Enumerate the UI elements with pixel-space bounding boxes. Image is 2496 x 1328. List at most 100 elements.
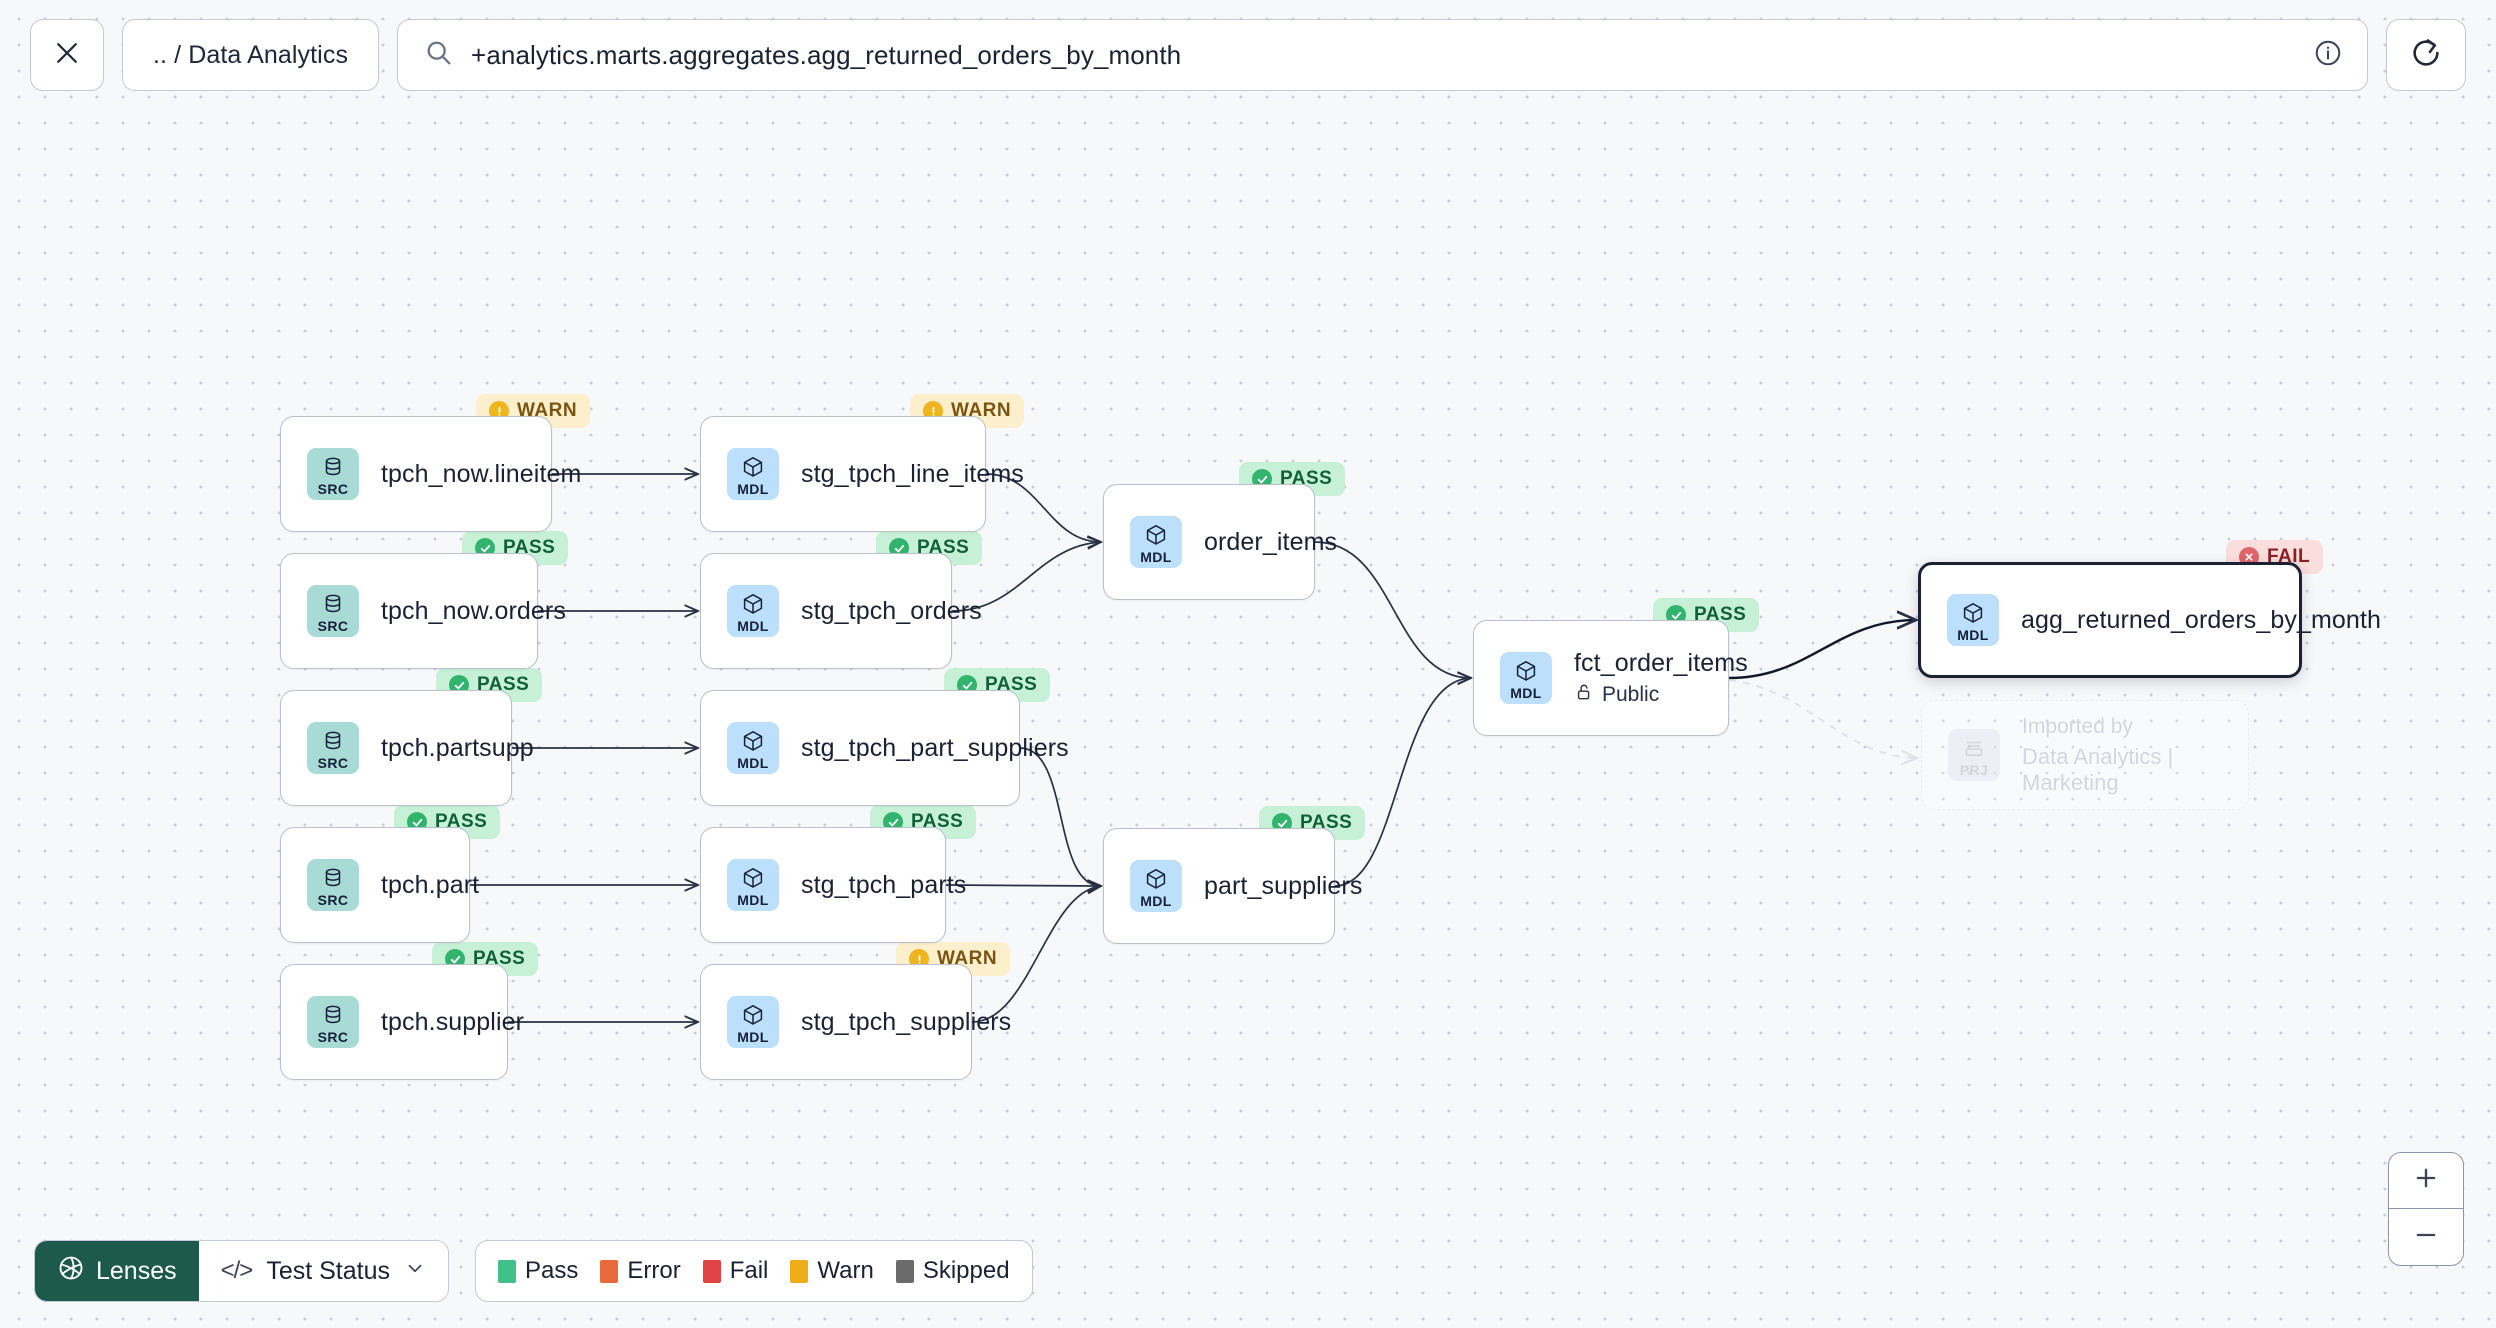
graph-node[interactable]: MDL part_suppliers <box>1103 828 1363 944</box>
breadcrumb[interactable]: .. / Data Analytics <box>122 19 380 91</box>
search-input[interactable]: +analytics.marts.aggregates.agg_returned… <box>471 39 1182 70</box>
test-status-dropdown[interactable]: </> Test Status <box>198 1241 448 1301</box>
mdl-type-icon: MDL <box>727 722 779 774</box>
node-type-label: MDL <box>737 1028 769 1045</box>
node-text: tpch.supplier <box>381 1008 524 1037</box>
src-type-icon: SRC <box>307 448 359 500</box>
status-legend: Pass Error Fail Warn Skipped <box>475 1240 1033 1302</box>
node-title: tpch.partsupp <box>381 733 534 762</box>
node-text: stg_tpch_parts <box>801 871 966 900</box>
graph-node[interactable]: SRC tpch.partsupp <box>280 690 534 806</box>
node-title: stg_tpch_line_items <box>801 459 1024 488</box>
node-text: tpch.part <box>381 870 480 900</box>
node-type-label: MDL <box>1140 892 1172 909</box>
node-visibility: Public <box>1574 682 1702 708</box>
node-title: agg_returned_orders_by_month <box>2021 605 2381 634</box>
node-text: agg_returned_orders_by_month <box>2021 605 2381 635</box>
zoom-out-button[interactable] <box>2389 1209 2463 1265</box>
mdl-type-icon: MDL <box>1500 652 1552 704</box>
legend-item-warn[interactable]: Warn <box>790 1257 874 1285</box>
legend-label: Warn <box>817 1257 874 1284</box>
refresh-button[interactable] <box>2386 19 2466 91</box>
legend-item-error[interactable]: Error <box>600 1257 681 1285</box>
zoom-in-button[interactable] <box>2389 1153 2463 1209</box>
unlock-icon <box>1574 682 1594 708</box>
mdl-type-icon: MDL <box>1947 594 1999 646</box>
legend-label: Skipped <box>922 1257 1010 1284</box>
legend-label: Error <box>627 1257 681 1284</box>
chevron-down-icon <box>404 1257 426 1286</box>
prj-type-icon: PRJ <box>1948 729 2000 781</box>
node-visibility-label: Public <box>1602 682 1660 706</box>
lens-control-group: Lenses </> Test Status <box>34 1240 449 1302</box>
plus-icon <box>2412 1164 2440 1197</box>
search-icon <box>424 38 453 72</box>
graph-node[interactable]: MDL order_items <box>1103 484 1337 600</box>
node-text: tpch.partsupp <box>381 733 534 763</box>
test-status-label: Test Status <box>266 1256 390 1285</box>
node-type-label: MDL <box>737 617 769 634</box>
refresh-icon <box>2409 36 2443 75</box>
mdl-type-icon: MDL <box>727 859 779 911</box>
node-type-label: MDL <box>737 891 769 908</box>
minus-icon <box>2412 1221 2440 1254</box>
legend-label: Fail <box>729 1257 769 1284</box>
graph-node[interactable]: MDL stg_tpch_orders <box>700 553 982 669</box>
status-badge-label: PASS <box>503 537 556 558</box>
mdl-type-icon: MDL <box>1130 516 1182 568</box>
node-type-label: MDL <box>737 754 769 771</box>
status-badge-label: WARN <box>517 400 578 421</box>
legend-label: Pass <box>525 1257 579 1284</box>
graph-node[interactable]: MDL stg_tpch_parts <box>700 827 966 943</box>
node-type-label: SRC <box>317 617 349 634</box>
legend-item-skipped[interactable]: Skipped <box>895 1257 1010 1285</box>
legend-item-pass[interactable]: Pass <box>498 1257 578 1285</box>
imported-by-project: Data Analytics | Marketing <box>2022 743 2174 795</box>
close-icon <box>52 38 82 73</box>
status-badge-label: PASS <box>985 674 1038 695</box>
status-badge-label: FAIL <box>2267 546 2311 567</box>
graph-node[interactable]: SRC tpch.part <box>280 827 480 943</box>
src-type-icon: SRC <box>307 859 359 911</box>
node-text: part_suppliers <box>1204 871 1363 901</box>
graph-node[interactable]: SRC tpch_now.lineitem <box>280 416 581 532</box>
legend-swatch-icon <box>790 1259 809 1283</box>
bottom-toolbar: Lenses </> Test Status Pass Error Fail Warn… <box>34 1240 1033 1302</box>
close-button[interactable] <box>30 19 104 91</box>
src-type-icon: SRC <box>307 722 359 774</box>
search-bar[interactable]: +analytics.marts.aggregates.agg_returned… <box>397 19 2368 91</box>
legend-swatch-icon <box>498 1259 516 1283</box>
legend-swatch-icon <box>702 1259 721 1283</box>
node-text: order_items <box>1204 528 1337 557</box>
graph-node[interactable]: MDL stg_tpch_part_suppliers <box>700 690 1069 806</box>
src-type-icon: SRC <box>307 585 359 637</box>
node-type-label: SRC <box>317 754 349 771</box>
legend-swatch-icon <box>600 1259 619 1283</box>
breadcrumb-label: .. / Data Analytics <box>153 40 349 69</box>
info-icon[interactable] <box>2313 38 2343 73</box>
node-title: stg_tpch_part_suppliers <box>801 733 1069 762</box>
node-title: stg_tpch_orders <box>801 596 982 625</box>
status-badge-label: PASS <box>473 948 526 969</box>
node-type-label: MDL <box>1957 626 1989 643</box>
node-text: tpch_now.lineitem <box>381 460 581 489</box>
graph-node[interactable]: MDL agg_returned_orders_by_month <box>1918 562 2381 678</box>
legend-swatch-icon <box>895 1259 914 1283</box>
node-title: tpch.part <box>381 870 480 899</box>
lenses-label: Lenses <box>96 1256 177 1285</box>
top-toolbar: .. / Data Analytics +analytics.marts.agg… <box>0 0 2496 110</box>
legend-item-fail[interactable]: Fail <box>702 1257 769 1285</box>
lenses-button[interactable]: Lenses <box>35 1241 199 1301</box>
node-text: stg_tpch_line_items <box>801 459 1024 489</box>
node-title: part_suppliers <box>1204 871 1363 900</box>
status-badge-label: PASS <box>911 811 964 832</box>
